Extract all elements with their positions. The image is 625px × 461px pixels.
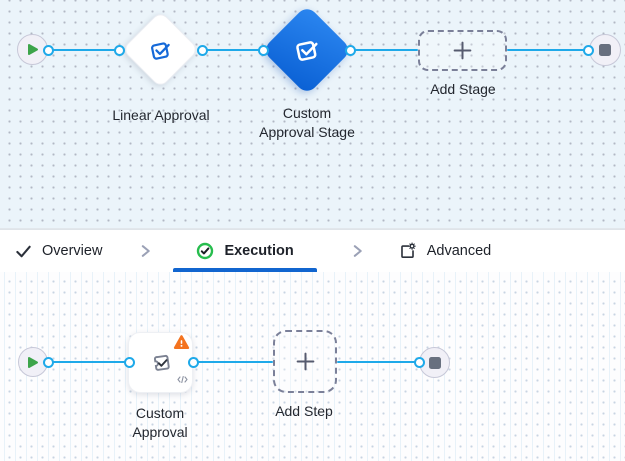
code-icon	[177, 371, 188, 389]
tab-advanced[interactable]: Advanced	[398, 230, 492, 272]
tab-execution[interactable]: Execution	[173, 230, 317, 272]
connection-line	[48, 49, 119, 51]
warning-icon	[173, 334, 190, 351]
connection-line	[193, 361, 273, 363]
add-step-label: Add Step	[275, 403, 333, 419]
flow-tabbar: Overview Execution	[0, 229, 625, 272]
connector-port[interactable]	[258, 44, 269, 56]
start-node[interactable]	[17, 34, 48, 65]
add-step-button[interactable]	[273, 330, 337, 393]
approval-icon	[147, 36, 175, 64]
frame-gear-icon	[400, 241, 416, 258]
connector-port[interactable]	[345, 44, 356, 56]
active-tab-underline	[173, 268, 317, 272]
approval-icon	[291, 34, 323, 66]
connector-port[interactable]	[43, 356, 54, 368]
chevron-right-icon	[138, 243, 153, 259]
stage-label: Linear Approval	[112, 107, 210, 123]
connection-line	[507, 49, 589, 51]
connector-port[interactable]	[583, 44, 594, 56]
connector-port[interactable]	[197, 44, 208, 56]
step-label: Custom Approval	[132, 405, 188, 440]
steps-canvas[interactable]: Custom Approval Add Step	[0, 272, 625, 461]
tab-label: Execution	[224, 243, 294, 259]
check-circle-icon	[197, 242, 214, 260]
stop-icon	[599, 44, 611, 56]
stop-icon	[428, 356, 441, 369]
approval-task-icon	[153, 354, 170, 371]
connector-port[interactable]	[187, 356, 199, 368]
end-node[interactable]	[589, 34, 621, 66]
check-icon	[16, 245, 31, 257]
play-icon	[27, 44, 38, 55]
chevron-right-icon	[350, 243, 365, 259]
connection-line	[48, 361, 129, 363]
stage-node-linear-approval[interactable]	[121, 10, 200, 89]
stages-canvas[interactable]: Linear Approval Custom Approval Stage Ad…	[0, 0, 625, 229]
connector-port[interactable]	[413, 356, 425, 368]
tab-overview[interactable]: Overview	[15, 230, 102, 272]
connection-line	[202, 49, 264, 51]
tab-label: Advanced	[426, 243, 492, 259]
stage-label: Custom Approval Stage	[259, 105, 355, 140]
connector-port[interactable]	[114, 44, 125, 56]
tab-label: Overview	[42, 243, 103, 259]
step-node-custom-approval[interactable]	[128, 332, 193, 393]
add-stage-label: Add Stage	[430, 81, 496, 97]
connection-line	[350, 49, 418, 51]
connector-port[interactable]	[123, 356, 135, 368]
connector-port[interactable]	[43, 44, 54, 56]
plus-icon	[453, 41, 472, 60]
stage-node-custom-approval-stage[interactable]	[261, 4, 353, 96]
play-icon	[28, 356, 38, 368]
connection-line	[337, 361, 419, 363]
plus-icon	[296, 352, 314, 371]
add-stage-button[interactable]	[418, 30, 507, 71]
